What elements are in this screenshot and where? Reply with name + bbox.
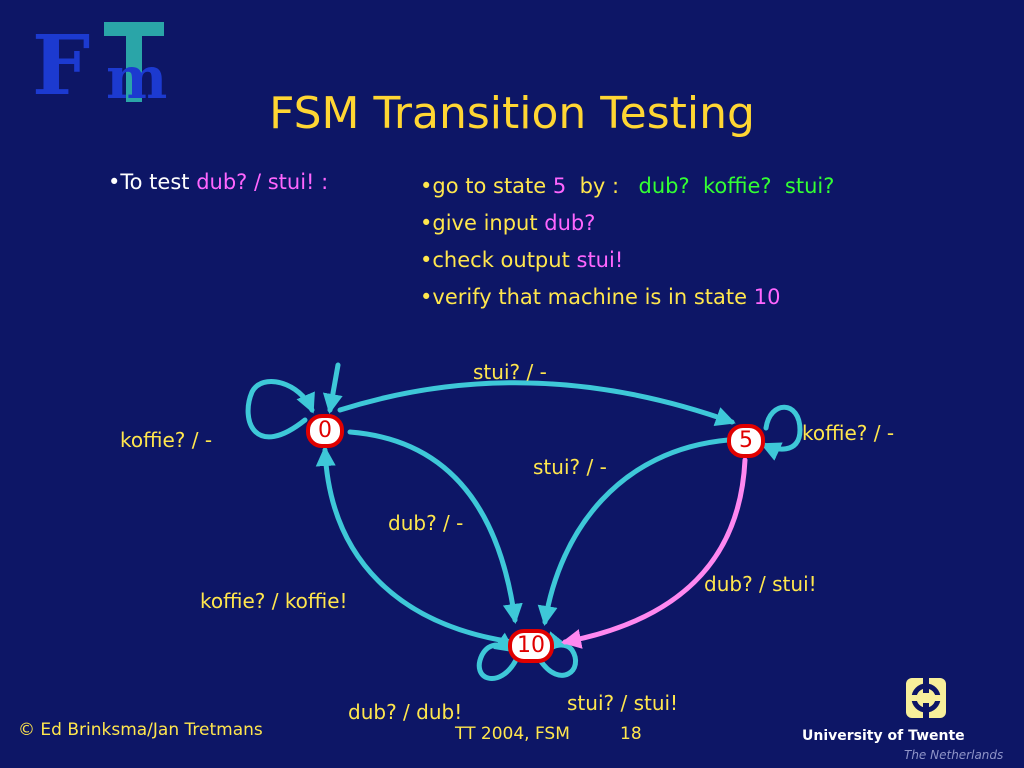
step-2: •give input dub? [420, 211, 595, 235]
step-1-sequence: dub? koffie? stui? [638, 174, 835, 198]
to-test-bullet: •To test dub? / stui! : [108, 170, 328, 194]
to-test-prefix: •To test [108, 170, 190, 194]
edge-10-to-0-koffie [315, 446, 515, 645]
edge-5-to-10-dub [561, 457, 748, 649]
university-name: University of Twente [802, 728, 965, 744]
state-0: 0 [306, 414, 344, 448]
step-1: •go to state 5 by : dub? koffie? stui? [420, 174, 834, 198]
label-stui-middle: stui? / - [533, 455, 607, 479]
fmt-logo: F m [32, 18, 168, 114]
label-koffie-koffie: koffie? / koffie! [200, 589, 348, 613]
edge-5-self-koffie [760, 404, 803, 461]
step-4-value: 10 [753, 285, 781, 309]
label-koffie-left: koffie? / - [120, 428, 213, 452]
to-test-value: dub? / stui! : [196, 170, 329, 194]
step-3-prefix: •check output [420, 248, 577, 272]
footer-page: 18 [620, 724, 642, 744]
edge-0-self-koffie [245, 379, 315, 440]
state-5: 5 [727, 424, 765, 458]
step-1-prefix: •go to state [420, 174, 553, 198]
label-stui-stui: stui? / stui! [567, 691, 679, 715]
label-dub-stui: dub? / stui! [704, 572, 817, 596]
slide-title: FSM Transition Testing [269, 88, 755, 139]
edge-10-self-dub [476, 632, 519, 681]
edge-0-to-5-stui [337, 380, 736, 427]
label-stui-top: stui? / - [473, 360, 547, 384]
university-country: The Netherlands [904, 748, 1004, 762]
step-4: •verify that machine is in state 10 [420, 285, 780, 309]
step-2-value: dub? [544, 211, 596, 235]
label-dub-dub: dub? / dub! [348, 700, 463, 724]
edge-0-to-10-dub [347, 429, 523, 624]
label-koffie-right: koffie? / - [802, 421, 895, 445]
initial-arrow [322, 362, 343, 414]
step-2-prefix: •give input [420, 211, 545, 235]
state-10: 10 [508, 629, 554, 663]
footer-author: © Ed Brinksma/Jan Tretmans [18, 720, 263, 740]
step-1-state: 5 [552, 174, 567, 198]
edge-10-self-stui [537, 631, 579, 678]
step-3-value: stui! [576, 248, 624, 272]
step-4-prefix: •verify that machine is in state [420, 285, 754, 309]
step-3: •check output stui! [420, 248, 623, 272]
footer-course: TT 2004, FSM [455, 724, 570, 744]
step-1-by: by : [566, 174, 626, 198]
university-logo-icon [906, 678, 946, 718]
label-dub-middle: dub? / - [388, 511, 464, 535]
university-logo [904, 676, 948, 720]
edge-5-to-10-stui [537, 437, 731, 626]
